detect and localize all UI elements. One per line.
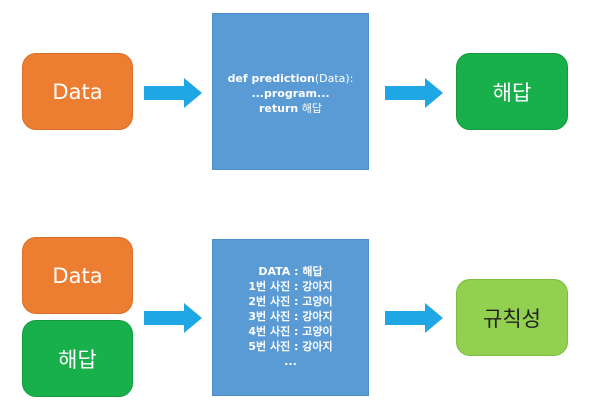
prediction-program-box: def prediction(Data): ...program... retu… [212, 13, 369, 170]
pattern-output-box: 규칙성 [456, 279, 568, 356]
arrow-right-icon [385, 78, 443, 108]
training-data-item: 1번 사진 : 강아지 [248, 280, 333, 293]
code-line-2: ...program... [251, 87, 330, 100]
training-data-item: 4번 사진 : 고양이 [248, 325, 333, 338]
answer-output-label: 해답 [492, 80, 532, 105]
training-data-item: 3번 사진 : 강아지 [248, 310, 333, 323]
data-input-box: Data [22, 237, 133, 314]
prediction-code: def prediction(Data): ...program... retu… [213, 71, 368, 116]
arrow-right-icon [144, 303, 202, 333]
arrow-right-icon [144, 78, 202, 108]
training-data-item: 2번 사진 : 고양이 [248, 295, 333, 308]
training-data-header: DATA : 해답 [258, 265, 323, 278]
code-line-1: def prediction(Data): [227, 72, 354, 85]
arrow-right-icon [385, 303, 443, 333]
code-line-3: return 해답 [259, 102, 322, 115]
pattern-output-label: 규칙성 [483, 306, 541, 331]
answer-output-box: 해답 [456, 53, 568, 130]
data-input-label: Data [52, 79, 103, 104]
answer-input-box: 해답 [22, 320, 133, 397]
training-data-box: DATA : 해답 1번 사진 : 강아지 2번 사진 : 고양이 3번 사진 … [212, 239, 369, 396]
training-data-list: DATA : 해답 1번 사진 : 강아지 2번 사진 : 고양이 3번 사진 … [213, 264, 368, 369]
data-input-label: Data [52, 263, 103, 288]
training-data-ellipsis: ... [284, 355, 297, 368]
data-input-box: Data [22, 53, 133, 130]
answer-input-label: 해답 [58, 347, 97, 372]
training-data-item: 5번 사진 : 강아지 [248, 340, 333, 353]
